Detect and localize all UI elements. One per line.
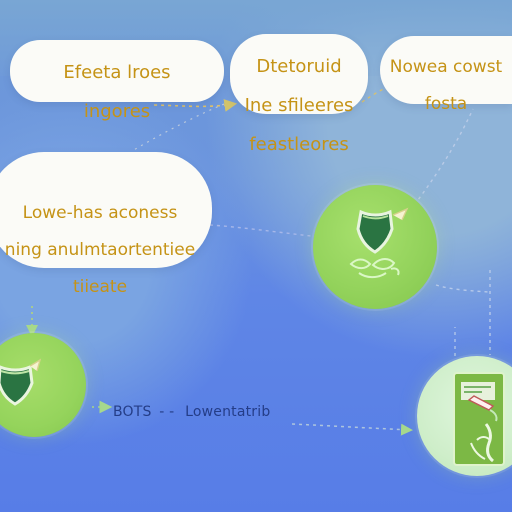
- top-center-cloud-line-3: feastleores: [249, 134, 349, 156]
- left-cloud-line-1: Lowe-has aconess: [22, 203, 178, 224]
- top-left-cloud-text: Efeeta lroes ingores: [10, 40, 224, 122]
- bottom-label-left: BOTS: [113, 404, 152, 420]
- document-node: [417, 356, 512, 476]
- top-left-cloud-line-2: ingores: [83, 101, 151, 123]
- shield-node: [313, 185, 437, 309]
- top-right-cloud-line-2: fosta: [424, 94, 468, 115]
- bottom-label-right: Lowentatrib: [185, 404, 271, 420]
- bottom-label-separator: - -: [159, 404, 175, 420]
- left-cloud-line-3: tiieate: [72, 276, 128, 297]
- left-cloud: Lowe-has aconess ning anulmtaortentiee t…: [0, 126, 212, 296]
- connector-shield-to-top-right: [405, 108, 474, 217]
- connector-left-cloud-to-shield: [209, 224, 312, 237]
- top-left-cloud-line-1: Efeeta lroes: [63, 62, 171, 84]
- top-center-cloud-line-1: Dtetoruid: [256, 56, 342, 78]
- top-right-cloud-line-1: Nowea cowst: [389, 57, 503, 78]
- top-center-cloud-line-2: Ine sfileeres: [244, 95, 354, 117]
- top-center-cloud: Dtetoruid Ine sfileeres feastleores: [230, 19, 368, 154]
- shield-hands-icon: [349, 207, 409, 279]
- left-node: [0, 333, 86, 437]
- top-right-cloud-text: Nowea cowst fosta: [380, 36, 512, 113]
- connector-top-left-to-center: [153, 99, 238, 112]
- top-center-cloud-text: Dtetoruid Ine sfileeres feastleores: [230, 34, 368, 155]
- left-cloud-line-2: ning anulmtaortentiee: [4, 240, 196, 261]
- shield-icon: [0, 358, 42, 406]
- connector-label-to-document: [291, 423, 413, 436]
- document-icon: [453, 372, 505, 466]
- bottom-label: BOTS - - Lowentatrib: [113, 404, 270, 420]
- connector-shield-to-right-column: [435, 284, 490, 293]
- top-right-cloud: Nowea cowst fosta: [380, 20, 512, 113]
- left-cloud-text: Lowe-has aconess ning anulmtaortentiee t…: [0, 152, 212, 296]
- top-left-cloud: Efeeta lroes ingores: [10, 22, 224, 122]
